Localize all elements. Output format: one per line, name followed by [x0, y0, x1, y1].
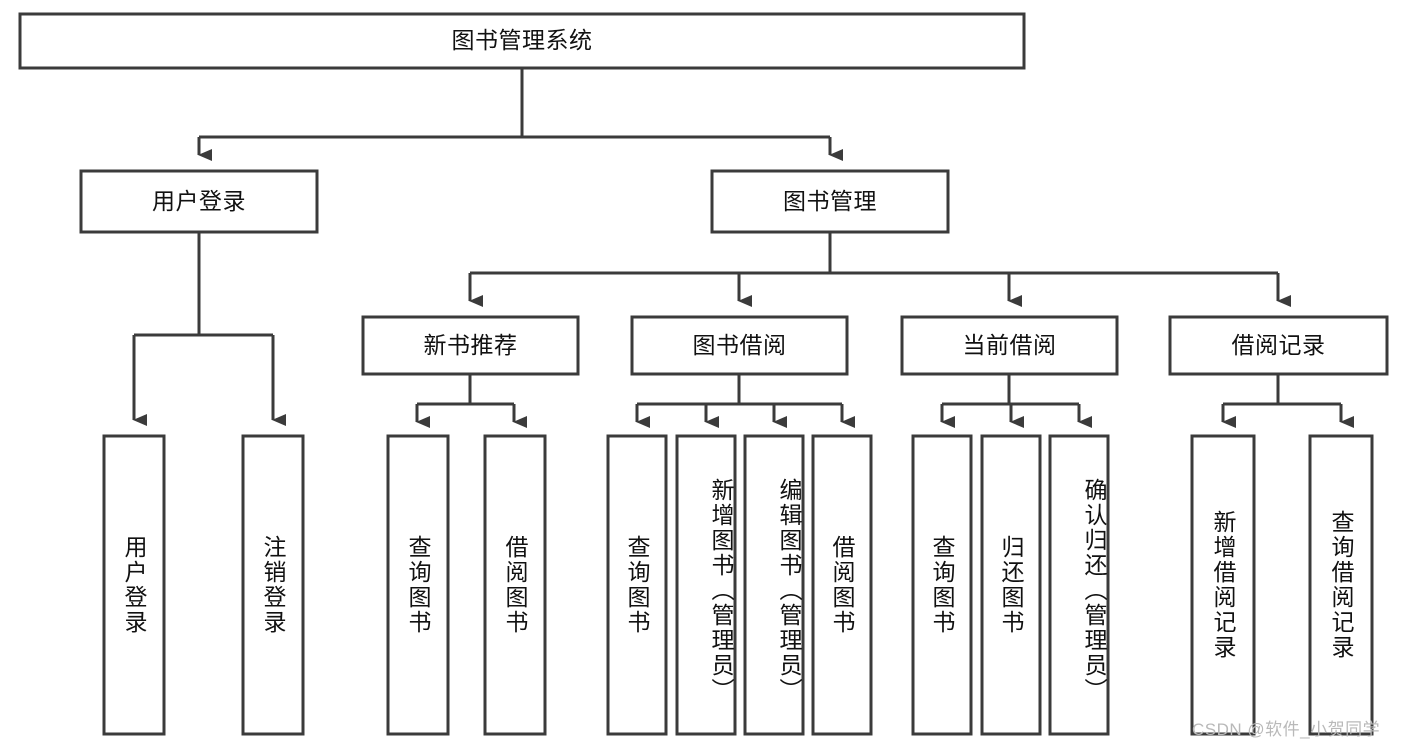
node-box-root[interactable] — [18, 12, 1026, 70]
node-box-book-manage[interactable] — [710, 169, 950, 234]
connector-new-book-recommend-to-leaves — [415, 374, 527, 428]
node-box-leaf-add-book[interactable] — [675, 434, 737, 736]
node-box-leaf-user-login[interactable] — [102, 434, 166, 736]
watermark-text: CSDN @软件_小贺同学 — [1192, 720, 1381, 739]
node-box-leaf-query-record[interactable] — [1308, 434, 1374, 736]
node-box-leaf-add-record[interactable] — [1190, 434, 1256, 736]
node-box-borrow-record[interactable] — [1168, 315, 1389, 376]
node-box-user-login[interactable] — [79, 169, 319, 234]
node-box-book-borrow[interactable] — [630, 315, 849, 376]
node-box-leaf-borrow-book-2[interactable] — [811, 434, 873, 736]
node-box-leaf-borrow-book-1[interactable] — [483, 434, 547, 736]
connector-current-borrow-to-leaves — [940, 374, 1092, 428]
node-box-leaf-return-book[interactable] — [980, 434, 1042, 736]
node-box-leaf-query-book-2[interactable] — [606, 434, 668, 736]
node-box-current-borrow[interactable] — [900, 315, 1119, 376]
connector-book-manage-to-level3 — [468, 232, 1291, 307]
connector-root-to-level2 — [197, 68, 843, 161]
node-box-leaf-query-book-3[interactable] — [911, 434, 973, 736]
connector-user-login-to-leaves — [132, 232, 286, 426]
connector-borrow-record-to-leaves — [1221, 374, 1354, 428]
node-box-leaf-query-book-1[interactable] — [386, 434, 450, 736]
node-box-leaf-logout[interactable] — [241, 434, 305, 736]
node-box-leaf-edit-book[interactable] — [743, 434, 805, 736]
node-box-new-book-recommend[interactable] — [361, 315, 580, 376]
node-box-leaf-confirm-return[interactable] — [1048, 434, 1110, 736]
connector-book-borrow-to-leaves — [635, 374, 855, 428]
